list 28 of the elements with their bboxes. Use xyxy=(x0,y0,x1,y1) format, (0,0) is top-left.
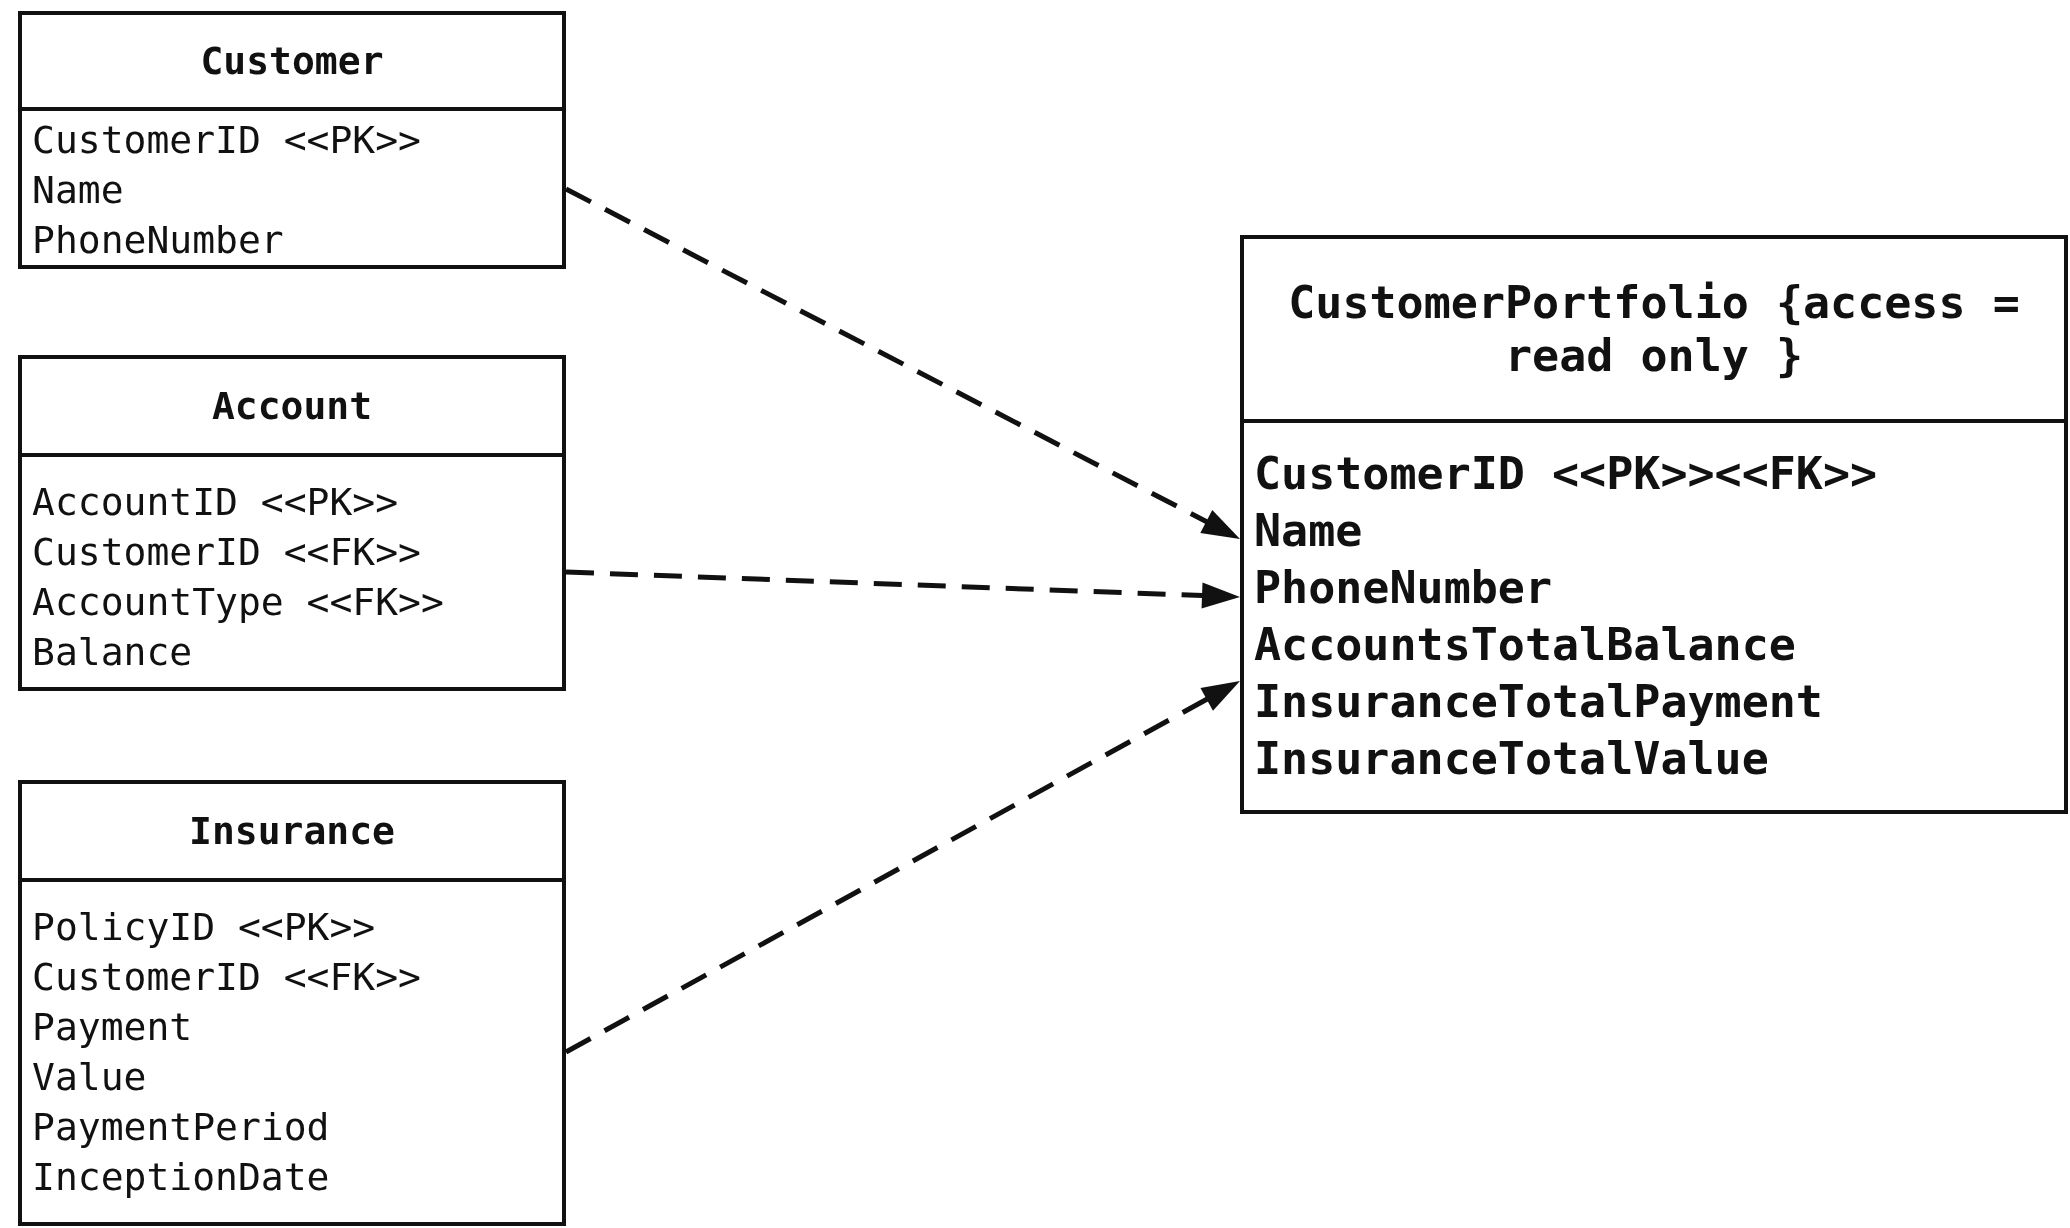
class-box xyxy=(18,780,566,1226)
attribute-text: CustomerID <<FK>> xyxy=(32,529,422,576)
attribute-text: Payment xyxy=(32,1004,194,1051)
attribute-text: CustomerID <<PK>> xyxy=(32,117,422,164)
dashed-arrow xyxy=(565,569,1240,609)
attribute-text: AccountType <<FK>> xyxy=(32,579,445,626)
class-name: Customer xyxy=(22,15,562,111)
attribute-text: InceptionDate xyxy=(32,1154,331,1201)
attribute-text: AccountID <<PK>> xyxy=(32,479,400,526)
class-box xyxy=(18,11,566,269)
attribute-text: InsuranceTotalPayment xyxy=(1254,674,1824,730)
attribute-text: PhoneNumber xyxy=(32,217,285,264)
class-box xyxy=(18,355,566,691)
attribute-text: Value xyxy=(32,1054,148,1101)
class-name: Insurance xyxy=(22,784,562,882)
attribute-text: Name xyxy=(32,167,125,214)
attribute-text: PolicyID <<PK>> xyxy=(32,904,377,951)
attribute-text: AccountsTotalBalance xyxy=(1254,617,1797,673)
attribute-text: CustomerID <<PK>><<FK>> xyxy=(1254,446,1879,502)
class-name: Account xyxy=(22,359,562,457)
attribute-text: Balance xyxy=(32,629,194,676)
class-box xyxy=(1240,235,2068,814)
attribute-text: Name xyxy=(1254,503,1364,559)
attribute-text: PhoneNumber xyxy=(1254,560,1553,616)
attribute-text: InsuranceTotalValue xyxy=(1254,731,1770,787)
attribute-text: PaymentPeriod xyxy=(32,1104,331,1151)
attribute-text: CustomerID <<FK>> xyxy=(32,954,422,1001)
class-name: CustomerPortfolio {access = read only } xyxy=(1244,239,2064,423)
